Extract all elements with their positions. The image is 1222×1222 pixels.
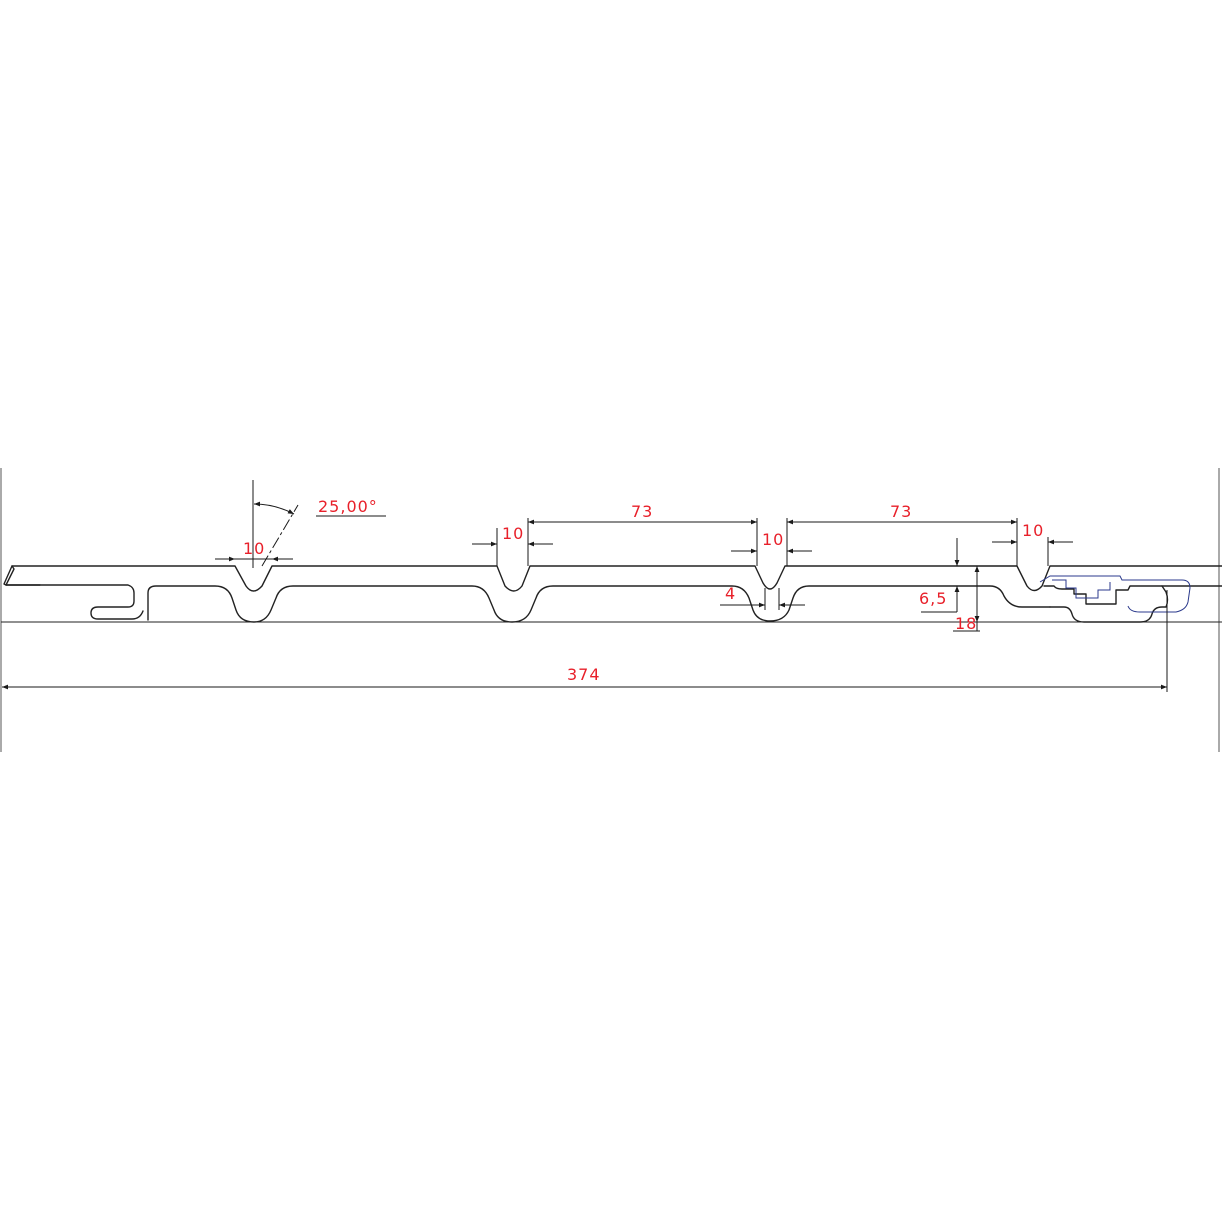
label-groove-width-1: 10 — [243, 539, 265, 558]
profile-right-connector — [1043, 585, 1169, 623]
profile-back-face — [147, 585, 1051, 623]
label-overall-width: 374 — [567, 665, 601, 684]
label-groove-width-2: 10 — [502, 524, 524, 543]
label-groove-width-3: 10 — [762, 530, 784, 549]
angle-arc — [253, 501, 295, 515]
dimension-lines — [2, 480, 1168, 692]
panel-profile — [1, 565, 1222, 623]
label-groove-bottom: 4 — [725, 584, 736, 603]
label-pitch-1: 73 — [631, 502, 653, 521]
label-pitch-2: 73 — [890, 502, 912, 521]
mating-profile — [1039, 575, 1191, 613]
drawing-frame — [0, 468, 1220, 752]
profile-top-face — [11, 565, 1222, 592]
dimension-labels: 25,00° 10 10 73 10 73 10 4 6,5 18 374 — [243, 497, 1044, 684]
profile-left-edge — [3, 565, 15, 586]
label-thickness: 18 — [955, 614, 977, 633]
angle-inclined-ref — [261, 504, 299, 567]
label-groove-width-4: 10 — [1022, 521, 1044, 540]
label-groove-depth: 6,5 — [919, 589, 947, 608]
profile-left-channel — [5, 584, 144, 620]
label-angle: 25,00° — [318, 497, 378, 516]
